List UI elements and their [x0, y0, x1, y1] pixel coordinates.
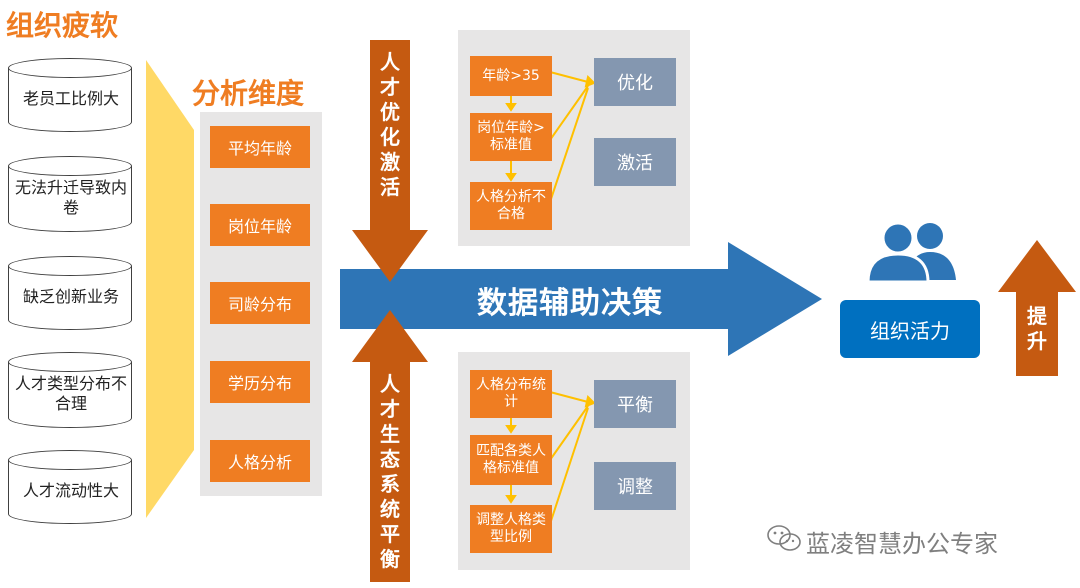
result-box: 组织活力: [840, 300, 980, 358]
dimension-item: 人格分析: [210, 440, 310, 482]
balance-connectors: [505, 391, 596, 525]
issue-cylinder-5: 人才流动性大: [8, 450, 134, 524]
balance-step: 调整人格类型比例: [470, 505, 552, 553]
dimension-item: 平均年龄: [210, 126, 310, 168]
optimize-arrow-label: 人才优化激活: [380, 50, 400, 199]
funnel-shape: [146, 60, 194, 518]
improve-arrow-label: 提升: [1027, 304, 1047, 353]
issue-cylinder-3: 缺乏创新业务: [8, 256, 134, 330]
balance-arrow-label: 人才生态系统平衡: [380, 372, 400, 571]
balance-step: 匹配各类人格标准值: [470, 435, 552, 485]
users-icon: [866, 221, 956, 284]
issue-cylinder-4: 人才类型分布不合理: [8, 352, 134, 428]
optimize-step: 年龄>35: [470, 56, 552, 96]
issue-cylinder-2: 无法升迁导致内卷: [8, 156, 134, 232]
outcome-box: 调整: [594, 462, 676, 510]
dimension-item: 岗位年龄: [210, 204, 310, 246]
outcome-box: 激活: [594, 138, 676, 186]
issue-label: 缺乏创新业务: [22, 287, 119, 306]
optimize-arrow: [352, 40, 428, 282]
dimensions-title: 分析维度: [192, 77, 305, 110]
issue-label: 无法升迁导致内卷: [14, 178, 127, 217]
balance-step: 人格分布统计: [470, 370, 552, 418]
balance-arrow: [352, 310, 428, 582]
outcome-box: 优化: [594, 58, 676, 106]
issue-label: 人才流动性大: [22, 481, 119, 500]
dimension-item: 司龄分布: [210, 282, 310, 324]
wechat-icon: [767, 525, 801, 551]
left-section-title: 组织疲软: [6, 9, 119, 42]
main-decision-arrow: [340, 242, 822, 356]
optimize-step: 人格分析不合格: [470, 182, 552, 230]
issue-cylinder-1: 老员工比例大: [8, 58, 134, 132]
issue-label: 老员工比例大: [22, 89, 119, 108]
watermark-text: 蓝凌智慧办公专家: [806, 530, 998, 558]
outcome-box: 平衡: [594, 380, 676, 428]
optimize-step: 岗位年龄>标准值: [470, 113, 552, 161]
optimize-connectors: [505, 71, 596, 203]
dimension-item: 学历分布: [210, 361, 310, 403]
main-arrow-label: 数据辅助决策: [477, 286, 663, 321]
issue-label: 人才类型分布不合理: [14, 374, 127, 413]
improve-arrow: [998, 240, 1076, 376]
